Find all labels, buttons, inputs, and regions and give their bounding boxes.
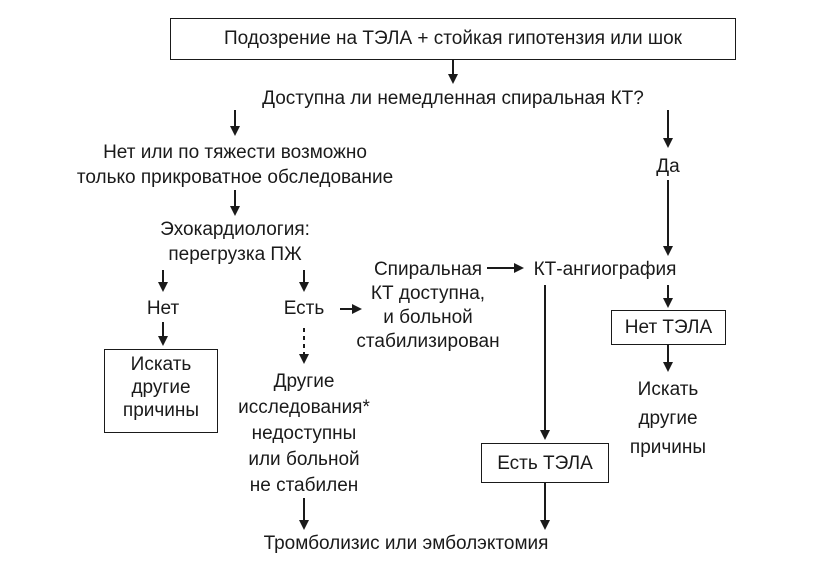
spiral-ct-line-2: КТ доступна, <box>370 283 486 304</box>
other-studies-line-3: недоступны <box>251 423 357 444</box>
no-pe-box: Нет ТЭЛА <box>611 310 726 345</box>
yes-text: Да <box>656 156 680 177</box>
no-text: Нет <box>146 298 180 319</box>
other-studies-line-4: или больной <box>248 449 360 470</box>
pe-present-text: Есть ТЭЛА <box>497 453 593 474</box>
ct-question-text: Доступна ли немедленная спиральная КТ? <box>262 88 644 109</box>
suspicion-box: Подозрение на ТЭЛА + стойкая гипотензия … <box>170 18 736 60</box>
present-text: Есть <box>283 298 325 319</box>
spiral-ct-line-1: Спиральная <box>373 259 483 280</box>
spiral-ct-line-4: стабилизирован <box>356 331 500 352</box>
suspicion-text: Подозрение на ТЭЛА + стойкая гипотензия … <box>224 28 682 49</box>
no-pe-text: Нет ТЭЛА <box>624 317 713 338</box>
search-other-right-line-2: другие <box>638 408 698 429</box>
search-other-left-box: Искать другие причины <box>104 349 218 433</box>
search-other-right-line-3: причины <box>629 437 707 458</box>
no-bedside-line-2: только прикроватное обследование <box>76 167 394 188</box>
echo-line-1: Эхокардиология: <box>160 219 310 240</box>
no-bedside-line-1: Нет или по тяжести возможно <box>103 142 367 163</box>
other-studies-line-2: исследования* <box>238 397 370 418</box>
search-other-left-line-1: Искать <box>130 354 192 375</box>
echo-line-2: перегрузка ПЖ <box>168 244 302 265</box>
ct-angiography-text: КТ-ангиография <box>533 259 677 280</box>
other-studies-line-5: не стабилен <box>249 475 359 496</box>
search-other-right-line-1: Искать <box>637 379 699 400</box>
search-other-left-line-3: причины <box>122 400 200 421</box>
search-other-left-line-2: другие <box>131 377 191 398</box>
pe-present-box: Есть ТЭЛА <box>481 443 609 483</box>
other-studies-line-1: Другие <box>273 371 335 392</box>
thrombolysis-text: Тромболизис или эмболэктомия <box>263 533 549 554</box>
spiral-ct-line-3: и больной <box>383 307 473 328</box>
